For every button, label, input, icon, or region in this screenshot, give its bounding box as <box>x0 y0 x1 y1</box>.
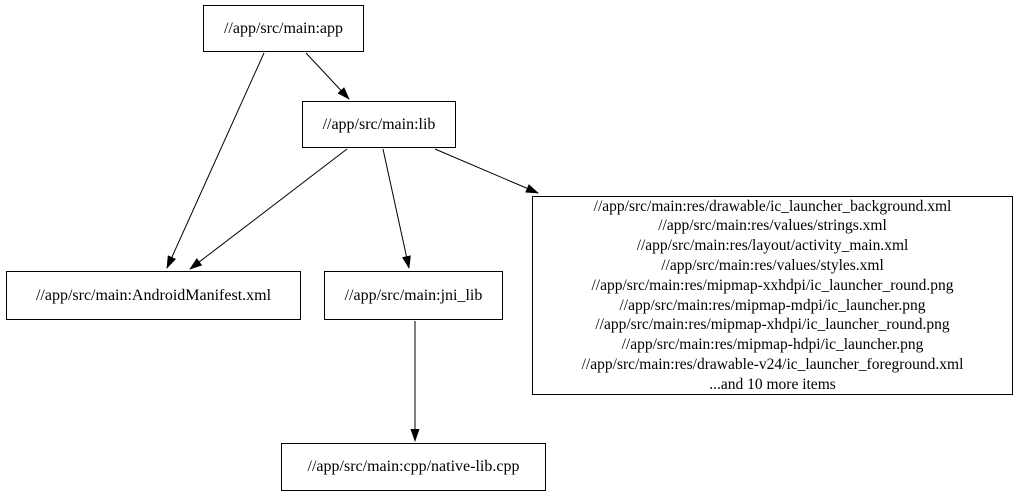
res-file-line: //app/src/main:res/mipmap-hdpi/ic_launch… <box>621 336 924 354</box>
node-native-lib-cpp: //app/src/main:cpp/native-lib.cpp <box>281 443 546 491</box>
node-android-manifest: //app/src/main:AndroidManifest.xml <box>6 271 301 320</box>
res-file-line: //app/src/main:res/mipmap-xhdpi/ic_launc… <box>595 316 950 334</box>
edge-lib-to-res-group <box>434 148 539 194</box>
res-file-line: //app/src/main:res/mipmap-xxhdpi/ic_laun… <box>591 276 954 294</box>
edge-app-to-lib <box>305 52 350 100</box>
node-res-group: //app/src/main:res/drawable/ic_launcher_… <box>532 196 1013 395</box>
node-jni-lib-label: //app/src/main:jni_lib <box>344 286 483 304</box>
node-app: //app/src/main:app <box>203 5 364 52</box>
node-android-manifest-label: //app/src/main:AndroidManifest.xml <box>35 286 272 304</box>
node-app-label: //app/src/main:app <box>223 19 344 37</box>
node-jni-lib: //app/src/main:jni_lib <box>324 271 503 320</box>
node-native-lib-cpp-label: //app/src/main:cpp/native-lib.cpp <box>307 458 520 476</box>
res-file-line: //app/src/main:res/drawable/ic_launcher_… <box>593 197 952 215</box>
res-more-items-line: ...and 10 more items <box>709 375 836 393</box>
res-file-line: //app/src/main:res/layout/activity_main.… <box>636 237 909 255</box>
edge-lib-to-android-manifest <box>189 148 348 270</box>
res-file-line: //app/src/main:res/values/styles.xml <box>661 256 884 274</box>
res-file-line: //app/src/main:res/values/strings.xml <box>658 217 887 235</box>
edge-app-to-android-manifest <box>166 52 265 269</box>
node-lib-label: //app/src/main:lib <box>322 115 436 133</box>
res-file-line: //app/src/main:res/drawable-v24/ic_launc… <box>581 355 964 373</box>
node-lib: //app/src/main:lib <box>302 101 456 148</box>
edge-lib-to-jni-lib <box>382 148 411 269</box>
res-file-line: //app/src/main:res/mipmap-mdpi/ic_launch… <box>619 296 926 314</box>
